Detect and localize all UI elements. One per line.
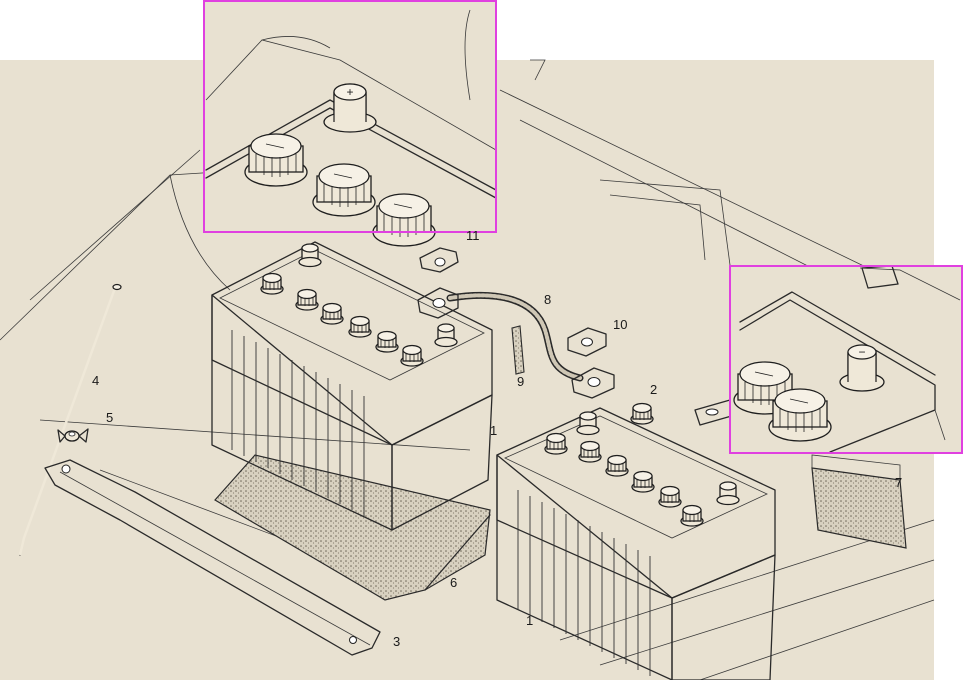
terminal-clamp-left (417, 287, 459, 319)
battery-pad-left (214, 454, 491, 601)
battery-right (496, 407, 776, 680)
callout-3: 3 (393, 634, 400, 649)
callout-1-left-battery: 1 (490, 423, 497, 438)
terminal-clamp-top (419, 247, 459, 273)
callout-11: 11 (466, 228, 480, 243)
battery-left-ribs (231, 330, 365, 516)
connecting-cable (446, 291, 584, 382)
inset-right-terminal-mark: − (858, 345, 865, 359)
callout-7: 7 (895, 475, 902, 490)
callout-4: 4 (92, 373, 99, 388)
callout-2: 2 (650, 382, 657, 397)
callout-1-right-battery: 1 (526, 613, 533, 628)
spare-cell-cap (630, 402, 654, 425)
clamp-bar (44, 459, 381, 656)
wing-nut (57, 428, 89, 443)
battery-left (211, 241, 493, 531)
inset-left-positive-post: + (323, 83, 377, 133)
callout-5: 5 (106, 410, 113, 425)
inset-left: + (203, 0, 497, 247)
callout-9: 9 (517, 374, 524, 389)
battery-right-ribs (517, 490, 651, 676)
battery-pad-right (811, 454, 907, 549)
hold-down-rod (18, 283, 122, 556)
terminal-clamp-10 (567, 327, 607, 357)
inset-right: − (729, 265, 963, 454)
battery-strap (511, 325, 525, 375)
inset-left-terminal-mark: + (346, 85, 353, 99)
terminal-clamp-right (571, 367, 615, 399)
inset-right-negative-post: − (839, 344, 885, 392)
callout-labels: 1 1 2 3 4 5 6 7 8 9 10 11 (92, 228, 902, 649)
callout-6: 6 (450, 575, 457, 590)
callout-8: 8 (544, 292, 551, 307)
callout-10: 10 (613, 317, 627, 332)
